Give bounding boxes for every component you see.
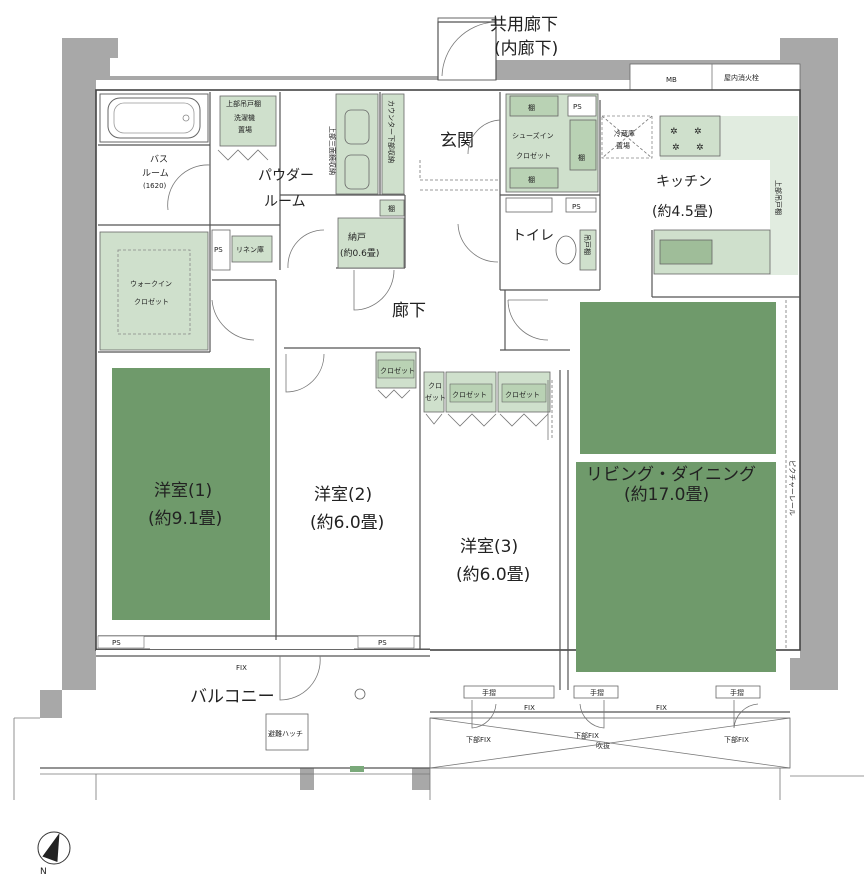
hallway-label: 廊下 <box>392 301 426 321</box>
room-2: 洋室(2) (約6.0畳) PS <box>310 485 415 649</box>
kitchen-label: キッチン <box>656 174 712 190</box>
linen-label: リネン庫 <box>236 245 264 254</box>
north-label: N <box>40 867 47 877</box>
ps-entrance-label: PS <box>573 103 582 111</box>
entrance-area: 玄関 棚 シューズイン クロゼット 棚 棚 PS <box>419 93 599 193</box>
fix-label-1: FIX <box>524 704 535 712</box>
closet-room2-label: クロゼット <box>380 366 415 375</box>
shoes-in-label-1: シューズイン <box>512 131 554 140</box>
storage-room: 棚 納戸 (約0.6畳) <box>337 199 405 311</box>
room-closets: クロゼット クロ ゼット クロゼット クロゼット <box>375 351 551 427</box>
room2-size-label: (約6.0畳) <box>310 513 384 533</box>
burner-4-icon: ✲ <box>696 143 704 153</box>
fix-label-balcony: FIX <box>236 664 247 672</box>
closet-short-label-1: クロ <box>428 382 442 390</box>
room1-label: 洋室(1) <box>154 481 212 501</box>
living-size-label: (約17.0畳) <box>624 485 709 505</box>
handrail-label-2: 手摺 <box>590 688 604 697</box>
toilet-shelf-label: 吊戸棚 <box>583 234 592 255</box>
room2-label: 洋室(2) <box>314 485 372 505</box>
common-corridor-label: 共用廊下 <box>490 15 558 35</box>
storage-label: 納戸 <box>348 231 366 243</box>
washer-label-2: 置場 <box>238 125 252 134</box>
north-arrow-icon <box>42 832 60 863</box>
hallway: 廊下 <box>285 299 549 393</box>
shelf-label-3: 棚 <box>578 153 585 162</box>
living-label: リビング・ダイニング <box>586 465 756 485</box>
ps-room2-label: PS <box>378 639 387 647</box>
room3-label: 洋室(3) <box>460 537 518 557</box>
lower-fix-label-2: 下部FIX <box>574 731 599 740</box>
ps-powder-label: PS <box>214 246 223 254</box>
room-1: 洋室(1) (約9.1畳) PS <box>97 368 270 649</box>
fix-label-2: FIX <box>656 704 667 712</box>
common-corridor-area: 共用廊下 (内廊下) MB 屋内消火栓 <box>437 15 801 91</box>
burner-3-icon: ✲ <box>672 143 680 153</box>
void-area: 手摺 手摺 手摺 FIX FIX 下部FIX 下部FIX 下部FIX 吹抜 <box>429 685 864 800</box>
shelf-label-1: 棚 <box>528 103 535 112</box>
bathroom: バス ルーム (1620) <box>99 93 211 211</box>
closet-short-label-2: ゼット <box>425 393 446 402</box>
walkin-label-2: クロゼット <box>134 297 169 306</box>
lower-fix-label-1: 下部FIX <box>466 735 491 744</box>
walk-in-closet: ウォークイン クロゼット <box>99 231 255 351</box>
ps-room1-label: PS <box>112 639 121 647</box>
toilet-room: PS トイレ 吊戸棚 <box>457 197 597 271</box>
balcony: FIX バルコニー 避難ハッチ <box>13 650 430 800</box>
fridge-label-2: 置場 <box>616 141 630 150</box>
balcony-label: バルコニー <box>190 687 275 707</box>
storage-size-label: (約0.6畳) <box>340 247 379 259</box>
shoes-in-label-2: クロゼット <box>516 151 551 160</box>
lower-fix-label-3: 下部FIX <box>724 735 749 744</box>
evac-hatch-label: 避難ハッチ <box>268 729 303 738</box>
interior-walls <box>95 89 801 690</box>
room3-size-label: (約6.0畳) <box>456 565 530 585</box>
living-dining: リビング・ダイニング (約17.0畳) ピクチャーレール <box>547 300 796 672</box>
powder-label-2: ルーム <box>264 194 306 210</box>
fridge-label-1: 冷蔵庫 <box>614 129 635 138</box>
burner-1-icon: ✲ <box>670 127 678 137</box>
washer-label-1: 洗濯機 <box>234 113 255 122</box>
kitchen-area: 冷蔵庫 置場 ✲ ✲ ✲ ✲ キッチン (約4.5畳) 上部吊戸棚 <box>601 115 798 275</box>
ps-toilet-label: PS <box>572 203 581 211</box>
picture-rail-label: ピクチャーレール <box>788 460 796 516</box>
handrail-label-3: 手摺 <box>730 688 744 697</box>
walkin-label-1: ウォークイン <box>130 280 172 288</box>
mb-label: MB <box>666 76 677 84</box>
void-label: 吹抜 <box>596 741 610 750</box>
bath-size-label: (1620) <box>143 182 167 190</box>
inner-corridor-label: (内廊下) <box>494 39 558 59</box>
powder-label-1: パウダー <box>258 168 314 184</box>
room1-size-label: (約9.1畳) <box>148 509 222 529</box>
toilet-label: トイレ <box>512 228 554 244</box>
entrance-label: 玄関 <box>440 131 474 151</box>
burner-2-icon: ✲ <box>694 127 702 137</box>
washer-upper-cabinet: 上部吊戸棚 <box>226 99 261 108</box>
closet-room3-label-1: クロゼット <box>452 390 487 399</box>
three-mirror-label: 上部三面鏡収納 <box>328 126 337 175</box>
handrail-label-1: 手摺 <box>482 688 496 697</box>
kitchen-size-label: (約4.5畳) <box>652 204 713 220</box>
counter-storage-label: カウンター下部収納 <box>387 100 396 163</box>
fire-hydrant-label: 屋内消火栓 <box>724 73 759 82</box>
storage-shelf-label: 棚 <box>388 204 395 213</box>
bath-label-1: バス <box>150 154 168 165</box>
bath-label-2: ルーム <box>142 168 169 179</box>
north-arrow: N <box>37 831 71 877</box>
closet-room3-label-2: クロゼット <box>505 390 540 399</box>
room-3: 洋室(3) (約6.0畳) <box>456 537 530 585</box>
powder-room: 上部吊戸棚 洗濯機 置場 パウダー ルーム 上部三面鏡収納 カウンター下部収納 … <box>211 93 405 271</box>
shelf-label-2: 棚 <box>528 175 535 184</box>
kitchen-upper-cabinet: 上部吊戸棚 <box>774 180 783 215</box>
